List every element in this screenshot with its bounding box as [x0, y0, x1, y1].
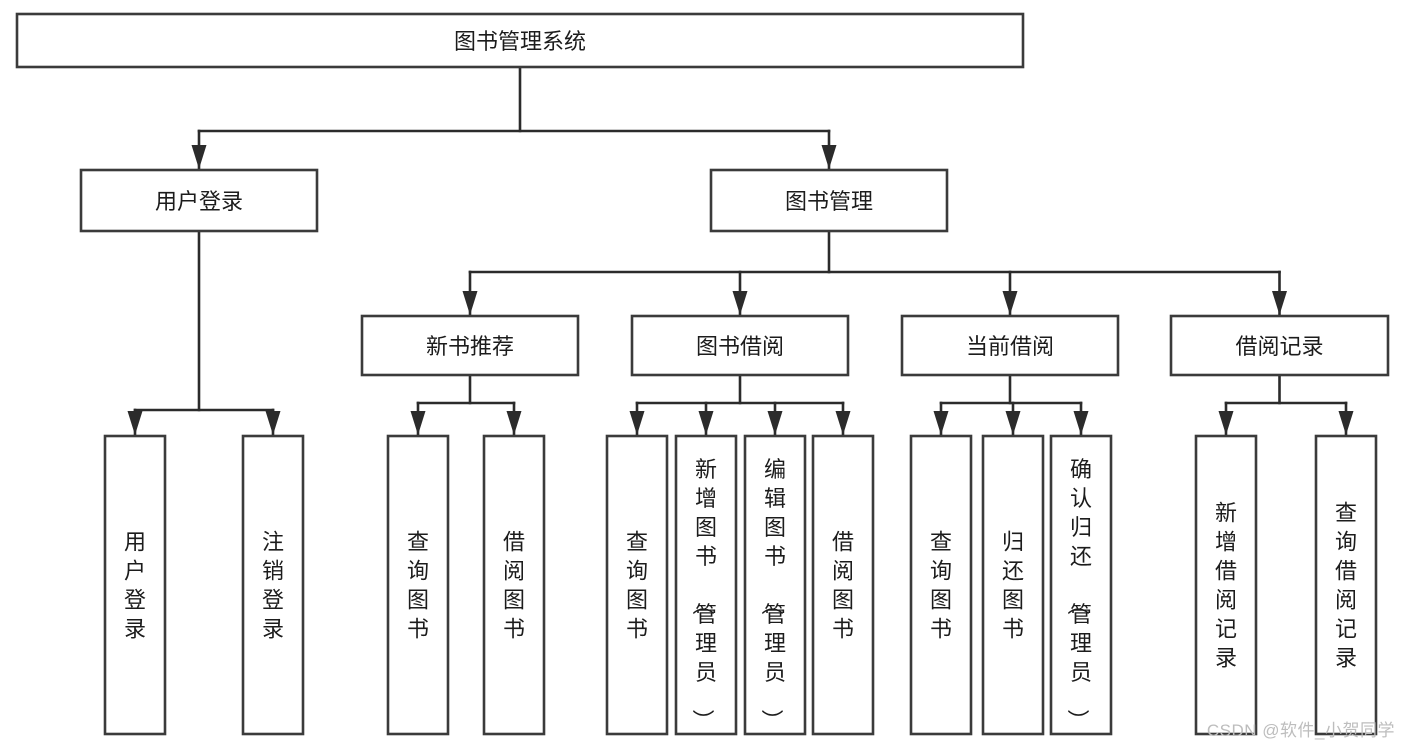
arrow-head-icon — [732, 291, 748, 315]
arrow-head-icon — [835, 411, 851, 435]
node-leaf-编辑图书管理员[interactable]: 编辑图书（管理员） — [743, 434, 807, 736]
node-level2-图书管理[interactable]: 图书管理 — [709, 168, 949, 233]
node-level3-新书推荐[interactable]: 新书推荐 — [360, 314, 580, 377]
node-box — [1314, 434, 1378, 736]
node-label: 当前借阅 — [966, 334, 1054, 359]
node-box — [241, 434, 305, 736]
node-box — [981, 434, 1045, 736]
node-box — [709, 168, 949, 233]
node-box — [811, 434, 875, 736]
node-leaf-借阅图书[interactable]: 借阅图书 — [811, 434, 875, 736]
arrow-head-icon — [767, 411, 783, 435]
node-box — [1049, 434, 1113, 736]
node-label: 查询图书 — [407, 530, 429, 642]
node-box — [386, 434, 450, 736]
arrow-head-icon — [462, 291, 478, 315]
arrow-head-icon — [1002, 291, 1018, 315]
node-leaf-确认归还管理员[interactable]: 确认归还（管理员） — [1049, 434, 1113, 736]
arrow-head-icon — [1218, 411, 1234, 435]
arrow-head-icon — [933, 411, 949, 435]
arrow-head-icon — [1338, 411, 1354, 435]
node-leaf-查询借阅记录[interactable]: 查询借阅记录 — [1314, 434, 1378, 736]
arrow-head-icon — [191, 145, 207, 169]
node-level3-借阅记录[interactable]: 借阅记录 — [1169, 314, 1390, 377]
arrow-head-icon — [410, 411, 426, 435]
node-box — [909, 434, 973, 736]
node-level3-当前借阅[interactable]: 当前借阅 — [900, 314, 1120, 377]
arrow-head-icon — [127, 411, 143, 435]
node-leaf-查询图书[interactable]: 查询图书 — [386, 434, 450, 736]
node-leaf-查询图书[interactable]: 查询图书 — [605, 434, 669, 736]
node-label: 用户登录 — [124, 530, 146, 642]
node-leaf-注销登录[interactable]: 注销登录 — [241, 434, 305, 736]
node-box — [103, 434, 167, 736]
watermark-label: CSDN @软件_小贺同学 — [1206, 721, 1395, 740]
node-label: 新书推荐 — [426, 334, 514, 359]
node-leaf-归还图书[interactable]: 归还图书 — [981, 434, 1045, 736]
node-box — [674, 434, 738, 736]
node-leaf-新增借阅记录[interactable]: 新增借阅记录 — [1194, 434, 1258, 736]
arrow-head-icon — [1073, 411, 1089, 435]
node-root-图书管理系统[interactable]: 图书管理系统 — [15, 12, 1025, 69]
node-label: 图书管理系统 — [454, 29, 586, 54]
node-box — [605, 434, 669, 736]
arrow-head-icon — [698, 411, 714, 435]
node-label: 借阅记录 — [1235, 334, 1323, 359]
arrow-head-icon — [1272, 291, 1287, 315]
node-label: 用户登录 — [155, 189, 243, 214]
node-label: 注销登录 — [262, 530, 284, 642]
node-level2-用户登录[interactable]: 用户登录 — [79, 168, 319, 233]
node-box — [482, 434, 546, 736]
node-label: 借阅图书 — [503, 530, 525, 642]
node-label: 编辑图书（管理员） — [759, 457, 786, 731]
arrow-head-icon — [265, 411, 281, 435]
node-box — [15, 12, 1025, 69]
node-box — [743, 434, 807, 736]
node-level3-图书借阅[interactable]: 图书借阅 — [630, 314, 850, 377]
node-box — [900, 314, 1120, 377]
arrow-head-icon — [1005, 411, 1021, 435]
node-leaf-新增图书管理员[interactable]: 新增图书（管理员） — [674, 434, 738, 736]
node-leaf-借阅图书[interactable]: 借阅图书 — [482, 434, 546, 736]
node-label: 借阅图书 — [832, 530, 854, 642]
node-label: 确认归还（管理员） — [1065, 457, 1092, 731]
arrow-head-icon — [821, 145, 837, 169]
node-box — [360, 314, 580, 377]
node-box — [1194, 434, 1258, 736]
node-box — [630, 314, 850, 377]
connector-layer — [127, 65, 1354, 437]
arrow-head-icon — [629, 411, 645, 435]
node-label: 查询借阅记录 — [1335, 501, 1357, 671]
node-label: 查询图书 — [626, 530, 648, 642]
node-label: 归还图书 — [1002, 530, 1024, 642]
node-label: 查询图书 — [930, 530, 952, 642]
node-leaf-用户登录[interactable]: 用户登录 — [103, 434, 167, 736]
node-layer: 图书管理系统用户登录图书管理新书推荐图书借阅当前借阅借阅记录用户登录注销登录查询… — [15, 12, 1390, 736]
node-label: 图书管理 — [785, 189, 873, 214]
node-label: 图书借阅 — [696, 334, 784, 359]
arrow-head-icon — [506, 411, 522, 435]
node-leaf-查询图书[interactable]: 查询图书 — [909, 434, 973, 736]
node-label: 新增借阅记录 — [1215, 501, 1237, 671]
node-label: 新增图书（管理员） — [690, 457, 717, 731]
node-box — [1169, 314, 1390, 377]
node-box — [79, 168, 319, 233]
